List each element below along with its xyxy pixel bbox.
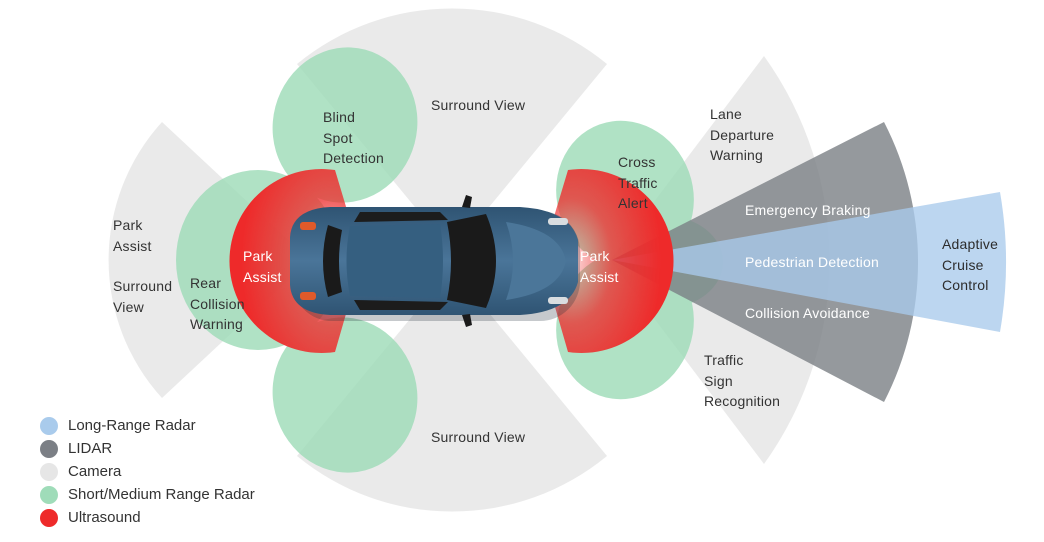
label-lane-departure-warning: Lane Departure Warning	[710, 106, 775, 163]
car-side-window-top	[354, 212, 448, 222]
car-rear-window	[323, 225, 342, 297]
car-taillight-top	[300, 222, 316, 230]
legend-label: Ultrasound	[68, 509, 141, 526]
car-mirror-top	[462, 195, 472, 208]
legend-label: Long-Range Radar	[68, 417, 196, 434]
legend-item-long-range-radar: Long-Range Radar	[40, 414, 255, 437]
car-side-window-bottom	[354, 300, 448, 310]
label-cross-traffic-alert: Cross Traffic Alert	[618, 154, 658, 211]
legend-label: LIDAR	[68, 440, 113, 457]
legend-label: Camera	[68, 463, 122, 480]
car-headlight-bottom	[548, 297, 568, 304]
legend-swatch	[40, 416, 58, 435]
label-blind-spot-detection: Blind Spot Detection	[323, 109, 384, 166]
legend-item-lidar: LIDAR	[40, 437, 255, 460]
label-park-assist-rear: Park Assist	[243, 248, 282, 285]
label-park-assist-front: Park Assist	[580, 248, 619, 285]
radar-lobe-bottom	[272, 317, 418, 473]
car-headlight-top	[548, 218, 568, 225]
label-park-assist-camera: Park Assist	[113, 217, 152, 254]
radar-lobe-top	[272, 47, 418, 203]
label-surround-view-top: Surround View	[431, 97, 526, 113]
legend-swatch	[40, 508, 58, 527]
ultrasound-zone-front	[553, 169, 674, 353]
label-adaptive-cruise-control: Adaptive Cruise Control	[942, 236, 999, 293]
legend: Long-Range Radar LIDAR Camera Short/Medi…	[40, 414, 255, 529]
car-hood	[506, 222, 566, 300]
legend-swatch	[40, 485, 58, 504]
legend-label: Short/Medium Range Radar	[68, 486, 255, 503]
car-mirror-bottom	[462, 314, 472, 327]
car-roof	[346, 224, 443, 298]
car-taillight-bottom	[300, 292, 316, 300]
label-traffic-sign-recognition: Traffic Sign Recognition	[704, 352, 781, 409]
label-pedestrian-detection: Pedestrian Detection	[745, 254, 879, 270]
label-surround-view-left: Surround View	[113, 278, 173, 315]
legend-item-short-medium-radar: Short/Medium Range Radar	[40, 483, 255, 506]
label-emergency-braking: Emergency Braking	[745, 202, 871, 218]
legend-swatch	[40, 462, 58, 481]
legend-swatch	[40, 439, 58, 458]
legend-item-camera: Camera	[40, 460, 255, 483]
label-rear-collision-warning: Rear Collision Warning	[190, 275, 245, 332]
car-windshield	[447, 214, 496, 308]
label-collision-avoidance: Collision Avoidance	[745, 305, 870, 321]
long-range-radar-zone	[612, 192, 1007, 332]
label-surround-view-bottom: Surround View	[431, 429, 526, 445]
legend-item-ultrasound: Ultrasound	[40, 506, 255, 529]
car-top-view	[290, 195, 580, 327]
